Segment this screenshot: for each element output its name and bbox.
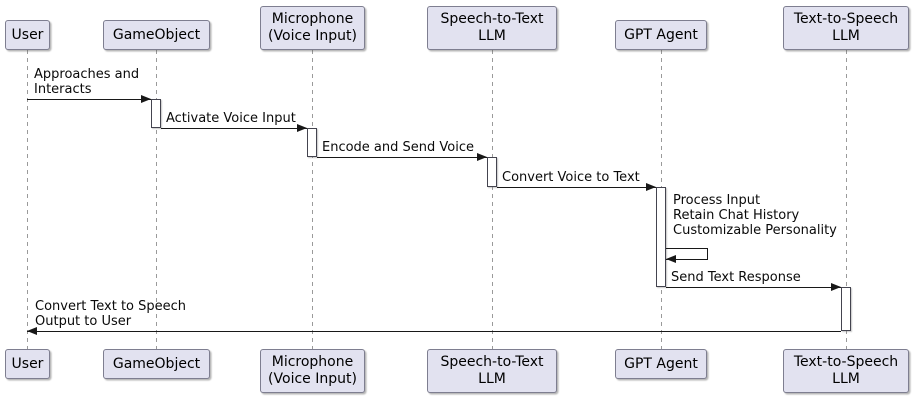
message-arrow — [27, 331, 841, 333]
self-message-line-right — [707, 248, 709, 260]
participant-tts-llm-bottom: Text-to-Speech LLM — [783, 349, 909, 393]
participant-gpt-agent-top: GPT Agent — [615, 20, 707, 50]
participant-user-bottom: User — [5, 349, 50, 379]
message-label: Encode and Send Voice — [322, 140, 474, 155]
arrowhead-right — [477, 153, 487, 161]
lifeline-gameobject — [156, 50, 157, 349]
activation-gameobject — [151, 99, 161, 128]
activation-stt-llm — [487, 157, 497, 187]
message-arrow — [666, 287, 841, 289]
participant-user-top: User — [5, 20, 50, 50]
arrowhead-left — [666, 255, 676, 263]
message-label: Approaches and Interacts — [34, 67, 140, 97]
participant-stt-llm-bottom: Speech-to-Text LLM — [427, 349, 557, 393]
arrowhead-right — [297, 124, 307, 132]
message-arrow — [27, 99, 151, 101]
lifeline-microphone — [312, 50, 313, 349]
participant-tts-llm-top: Text-to-Speech LLM — [783, 6, 909, 50]
arrowhead-right — [646, 183, 656, 191]
message-arrow — [317, 157, 487, 159]
lifeline-tts-llm — [846, 50, 847, 349]
message-label: Send Text Response — [671, 270, 801, 285]
participant-gpt-agent-bottom: GPT Agent — [615, 349, 707, 379]
arrowhead-right — [141, 95, 151, 103]
message-label: Convert Voice to Text — [502, 170, 640, 185]
message-label: Convert Text to Speech Output to User — [35, 299, 187, 329]
participant-microphone-bottom: Microphone (Voice Input) — [260, 349, 365, 393]
lifeline-user — [27, 50, 28, 349]
activation-microphone — [307, 128, 317, 157]
self-message-label: Process Input Retain Chat History Custom… — [673, 193, 837, 238]
lifeline-stt-llm — [492, 50, 493, 349]
activation-gpt-agent — [656, 187, 666, 287]
arrowhead-left — [27, 327, 37, 335]
self-message-line-top — [666, 248, 708, 250]
activation-tts-llm — [841, 287, 851, 331]
arrowhead-right — [831, 283, 841, 291]
participant-stt-llm-top: Speech-to-Text LLM — [427, 6, 557, 50]
participant-microphone-top: Microphone (Voice Input) — [260, 6, 365, 50]
message-label: Activate Voice Input — [166, 111, 296, 126]
participant-gameobject-bottom: GameObject — [103, 349, 210, 379]
message-arrow — [497, 187, 656, 189]
message-arrow — [161, 128, 307, 130]
participant-gameobject-top: GameObject — [103, 20, 210, 50]
self-message-line-bottom — [666, 259, 708, 261]
